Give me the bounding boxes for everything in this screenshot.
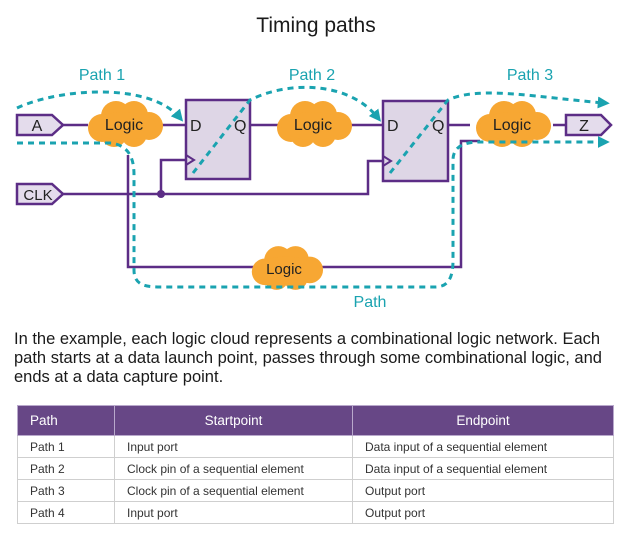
- description-text: In the example, each logic cloud represe…: [14, 330, 602, 386]
- clk-junction: [157, 190, 165, 198]
- port-clk: CLK: [15, 182, 65, 206]
- cell-endpoint: Data input of a sequential element: [352, 435, 614, 458]
- cell-path: Path 3: [17, 479, 115, 502]
- cell-path: Path 1: [17, 435, 115, 458]
- page-title: Timing paths: [256, 14, 376, 37]
- timing-path-1: [16, 90, 184, 122]
- path-label-1: Path 1: [79, 67, 125, 84]
- wires: [63, 123, 566, 269]
- timing-paths-diagram: A CLK Z D Q D Q Logic Logic Logic Logic: [15, 67, 613, 311]
- header-endpoint: Endpoint: [352, 405, 614, 436]
- cell-endpoint: Data input of a sequential element: [352, 457, 614, 480]
- port-z-label: Z: [579, 118, 589, 135]
- timing-path-4: [17, 136, 610, 289]
- cell-path: Path 4: [17, 501, 115, 524]
- flipflop-2: D Q: [381, 99, 450, 183]
- logic-cloud-2-label: Logic: [294, 117, 332, 134]
- path-label-2: Path 2: [289, 67, 335, 84]
- cell-endpoint: Output port: [352, 501, 614, 524]
- cell-endpoint: Output port: [352, 479, 614, 502]
- port-a-label: A: [32, 118, 43, 135]
- logic-cloud-4-label: Logic: [266, 261, 302, 278]
- table-row: Path 2 Clock pin of a sequential element…: [17, 457, 614, 480]
- logic-cloud-4: Logic: [251, 246, 324, 290]
- flipflop-2-d: D: [387, 118, 399, 135]
- logic-cloud-1: Logic: [88, 101, 163, 147]
- port-a: A: [15, 113, 65, 137]
- flipflop-2-q: Q: [432, 118, 444, 135]
- port-z: Z: [564, 113, 613, 137]
- table-row: Path 4 Input port Output port: [17, 501, 614, 524]
- table-header-row: Path Startpoint Endpoint: [17, 405, 614, 436]
- flipflop-1-d: D: [190, 118, 202, 135]
- flipflop-1: D Q: [184, 98, 252, 181]
- port-clk-label: CLK: [23, 187, 52, 204]
- timing-path-3: [388, 91, 610, 174]
- cell-startpoint: Input port: [114, 435, 353, 458]
- logic-cloud-3: Logic: [476, 101, 551, 147]
- timing-paths-table: Path Startpoint Endpoint Path 1 Input po…: [17, 405, 614, 524]
- cell-startpoint: Input port: [114, 501, 353, 524]
- header-startpoint: Startpoint: [114, 405, 353, 436]
- table-row: Path 1 Input port Data input of a sequen…: [17, 435, 614, 458]
- flipflop-1-q: Q: [234, 118, 246, 135]
- logic-cloud-1-label: Logic: [105, 117, 143, 134]
- header-path: Path: [17, 405, 115, 436]
- logic-cloud-2: Logic: [277, 101, 352, 147]
- timing-path-2: [191, 85, 381, 174]
- cell-startpoint: Clock pin of a sequential element: [114, 479, 353, 502]
- table-row: Path 3 Clock pin of a sequential element…: [17, 479, 614, 502]
- path-label-3: Path 3: [507, 67, 553, 84]
- logic-cloud-3-label: Logic: [493, 117, 531, 134]
- cell-path: Path 2: [17, 457, 115, 480]
- cell-startpoint: Clock pin of a sequential element: [114, 457, 353, 480]
- path-label-4: Path: [354, 294, 387, 311]
